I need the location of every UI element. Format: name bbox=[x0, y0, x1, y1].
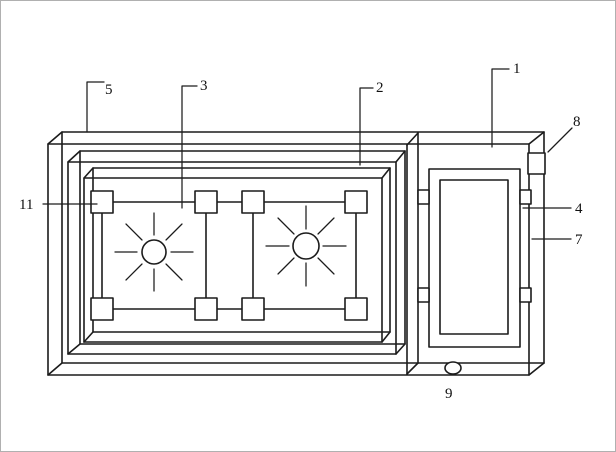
leader-line-8 bbox=[547, 127, 573, 153]
leader-line-5 bbox=[86, 81, 105, 133]
fan-spoke bbox=[277, 257, 295, 275]
label-part-8: 8 bbox=[573, 114, 581, 130]
inner-wall-front bbox=[83, 177, 383, 343]
inner-corner-edge bbox=[83, 331, 94, 343]
housing-corner-edge bbox=[528, 362, 545, 376]
top-right-fitting bbox=[527, 152, 546, 175]
leader-line-2 bbox=[359, 87, 374, 166]
fan-left bbox=[114, 212, 194, 292]
frame-block bbox=[241, 190, 265, 214]
housing-corner-edge bbox=[47, 131, 63, 145]
mounting-frame bbox=[90, 190, 368, 321]
door-hinge bbox=[417, 189, 430, 205]
door-panel-outer bbox=[428, 168, 521, 348]
housing-front-face bbox=[47, 143, 530, 376]
chamber-corner-edge bbox=[67, 343, 81, 355]
fan-spoke bbox=[125, 263, 143, 281]
fan-hub bbox=[141, 239, 167, 265]
door-latch bbox=[519, 287, 532, 303]
label-part-1: 1 bbox=[513, 61, 521, 77]
frame-block bbox=[344, 190, 368, 214]
fan-spoke bbox=[277, 217, 295, 235]
label-part-4: 4 bbox=[575, 201, 583, 217]
reference-numerals: 5 3 2 1 8 11 4 7 9 bbox=[19, 61, 583, 402]
label-part-5: 5 bbox=[105, 82, 113, 98]
door-latch bbox=[519, 189, 532, 205]
inner-wall-back bbox=[92, 167, 391, 333]
outer-housing bbox=[47, 131, 545, 376]
label-part-7: 7 bbox=[575, 232, 583, 248]
bottom-knob bbox=[444, 361, 462, 375]
chamber-wall-front bbox=[67, 161, 397, 355]
fan-hub bbox=[292, 232, 320, 260]
inner-corner-edge bbox=[381, 167, 391, 179]
label-part-9: 9 bbox=[445, 386, 453, 402]
frame-block bbox=[344, 297, 368, 321]
fan-spoke bbox=[165, 223, 183, 241]
chamber-corner-edge bbox=[395, 150, 406, 163]
frame-block bbox=[194, 190, 218, 214]
leader-line-3 bbox=[181, 85, 198, 209]
fan-spoke bbox=[165, 263, 183, 281]
label-part-2: 2 bbox=[376, 80, 384, 96]
chamber-wall-back bbox=[79, 150, 406, 345]
frame-block bbox=[241, 297, 265, 321]
leader-lines bbox=[42, 68, 573, 240]
label-part-3: 3 bbox=[200, 78, 208, 94]
chamber-corner-edge bbox=[67, 150, 81, 163]
frame-block bbox=[194, 297, 218, 321]
inner-corner-edge bbox=[83, 167, 94, 179]
housing-corner-edge bbox=[528, 131, 545, 145]
chamber-corner-edge bbox=[395, 343, 406, 355]
door-hinge bbox=[417, 287, 430, 303]
leader-line-1 bbox=[491, 68, 510, 148]
housing-back-face bbox=[61, 131, 545, 364]
fan-right bbox=[265, 205, 347, 287]
inner-corner-edge bbox=[381, 331, 391, 343]
fan-spoke bbox=[125, 223, 143, 241]
left-chamber-walls bbox=[67, 150, 406, 355]
frame-block bbox=[90, 297, 114, 321]
door-compartment bbox=[417, 168, 532, 348]
fan-spoke bbox=[317, 217, 335, 235]
divider-corner-edge bbox=[406, 362, 419, 375]
door-panel-inner bbox=[439, 179, 509, 335]
frame-block bbox=[90, 190, 114, 214]
fan-spoke bbox=[317, 257, 335, 275]
label-part-11: 11 bbox=[19, 197, 33, 213]
divider-corner-edge bbox=[406, 132, 419, 146]
housing-corner-edge bbox=[47, 362, 63, 376]
divider-wall bbox=[406, 132, 419, 375]
